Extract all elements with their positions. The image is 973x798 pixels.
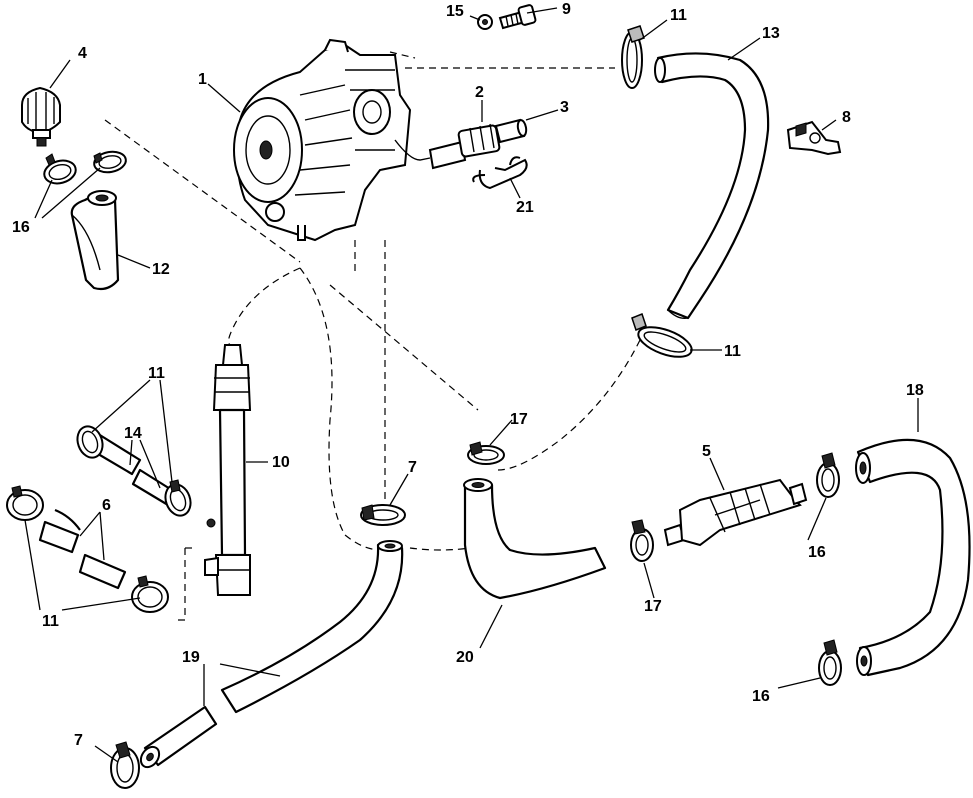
callout-11-left-lower: 11: [42, 613, 59, 630]
callout-17-lower: 17: [644, 598, 662, 615]
callout-numbers: 1 2 3 4 5 6 7 7 8 9 10 11 11 11 11 12 13…: [12, 1, 924, 749]
fuel-filter-part-5: [663, 478, 808, 547]
assembly-dashed-lines: [104, 51, 641, 621]
callout-5: 5: [702, 443, 711, 460]
hose-clamps-part-11-left-lower: [6, 485, 169, 613]
hose-part-19: [139, 540, 404, 769]
hose-part-12: [70, 190, 120, 291]
hose-clamp-part-11-top: [621, 25, 645, 89]
hose-part-10: [204, 344, 252, 596]
hose-part-18: [855, 438, 971, 677]
callout-8: 8: [842, 109, 851, 126]
fuel-pump-part-1: [233, 38, 431, 242]
callout-20: 20: [456, 649, 474, 666]
callout-7-upper: 7: [408, 459, 417, 476]
hose-clamp-part-7-upper: [360, 504, 406, 526]
callout-10: 10: [272, 454, 290, 471]
callout-7-lower: 7: [74, 732, 83, 749]
callout-16-right-lower: 16: [752, 688, 770, 705]
hose-clamp-part-16-right-upper: [816, 452, 840, 498]
sleeves-part-6: [38, 508, 127, 590]
callout-leader-lines: [24, 7, 919, 763]
retaining-clip-part-21: [472, 156, 528, 190]
callout-14: 14: [124, 425, 142, 442]
hose-part-13: [654, 52, 770, 320]
callout-16-upper-left: 16: [12, 219, 30, 236]
callout-1: 1: [198, 71, 207, 88]
callout-19: 19: [182, 649, 200, 666]
callout-17-upper: 17: [510, 411, 528, 428]
callout-9: 9: [562, 1, 571, 18]
hose-part-20: [463, 478, 607, 600]
bolt-part-9: [498, 4, 537, 30]
hose-clamp-part-11-middle: [631, 313, 693, 358]
callout-13: 13: [762, 25, 780, 42]
callout-11-left-upper: 11: [148, 365, 165, 382]
callout-2: 2: [475, 84, 484, 101]
callout-12: 12: [152, 261, 170, 278]
hose-clamps-part-11-left-upper: [76, 425, 192, 517]
callout-16-right-upper: 16: [808, 544, 826, 561]
callout-6: 6: [102, 497, 111, 514]
callout-4: 4: [78, 45, 87, 62]
callout-3: 3: [560, 99, 569, 116]
callout-21: 21: [516, 199, 534, 216]
hose-clamps-part-16-upper-left: [43, 150, 127, 185]
hose-clamp-part-17-upper: [467, 441, 505, 465]
fitting-part-2-3: [428, 118, 528, 170]
callout-18: 18: [906, 382, 924, 399]
callout-15: 15: [446, 3, 464, 20]
hose-clamp-part-17-lower: [630, 519, 654, 562]
callout-11-top: 11: [670, 7, 687, 24]
hose-clamp-part-16-right-lower: [818, 639, 842, 686]
hose-clamp-part-7-lower: [110, 741, 140, 789]
callout-11-middle: 11: [724, 343, 741, 360]
pressure-switch-part-4: [21, 86, 61, 147]
washer-part-15: [477, 14, 493, 30]
connector-part-8: [786, 120, 842, 156]
